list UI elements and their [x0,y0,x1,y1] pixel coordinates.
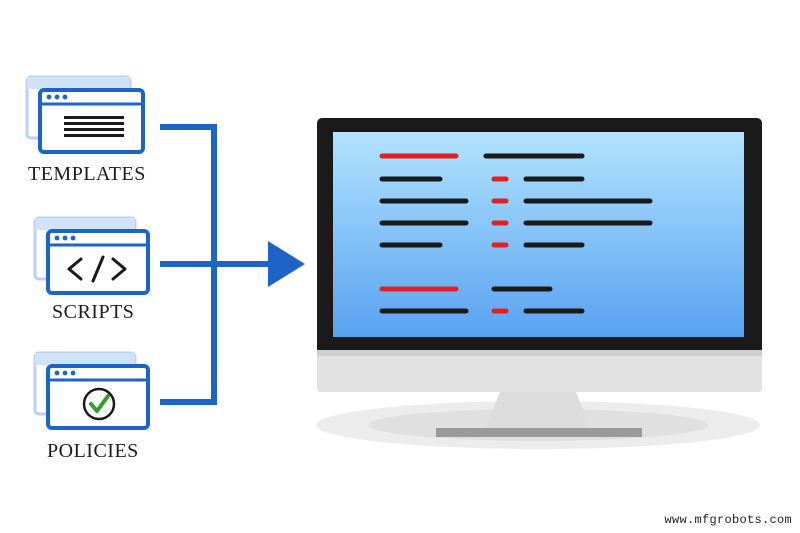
monitor-chin [317,350,762,392]
templates-label: TEMPLATES [28,163,146,185]
templates-window-icon [25,75,145,154]
connector-lines [160,124,272,405]
policies-window-icon [33,351,150,430]
policies-label: POLICIES [47,440,139,462]
scripts-label: SCRIPTS [52,301,135,323]
scripts-window-icon [33,216,150,295]
document-lines-icon [64,116,124,137]
monitor [316,118,762,449]
monitor-stand [486,392,590,428]
watermark-text: www.mfgrobots.com [664,513,792,527]
screen-code-lines [379,153,653,314]
arrow-right-icon [268,241,305,287]
code-brackets-icon [67,255,127,283]
checkmark-circle-icon [82,387,116,421]
monitor-screen [333,132,744,337]
